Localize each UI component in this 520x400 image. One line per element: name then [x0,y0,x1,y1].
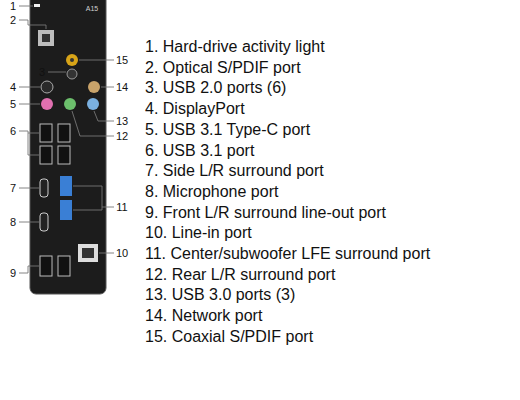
usb3-port [60,176,72,196]
port-description: 5. USB 3.1 Type-C port [145,121,310,139]
type-c-port [40,179,48,197]
callout-number: 7 [10,183,16,194]
type-c-port [40,213,48,231]
leader-lines [19,6,114,273]
callout-number: 2 [10,15,16,26]
network-port [78,244,98,262]
activity-light [34,4,40,7]
port-description: 15. Coaxial S/PDIF port [145,328,313,346]
panel-marking: A15 [86,5,98,12]
port-description: 10. Line-in port [145,225,252,243]
callout-number: 1 [10,1,16,12]
port-description: 9. Front L/R surround line-out port [145,204,386,222]
callout-number: 12 [116,131,128,142]
panel [30,0,106,294]
port-description: 13. USB 3.0 ports (3) [145,287,295,305]
audio-jack [87,98,99,110]
port-description: 4. DisplayPort [145,100,245,118]
callout-number: 9 [10,268,16,279]
callout-number: 11 [116,202,127,213]
callout-number: 4 [10,82,16,93]
optical-port-hole [42,34,50,42]
port-description: 14. Network port [145,307,262,325]
audio-jack [41,98,53,110]
callout-number: 14 [116,82,128,93]
network-port-hole [82,248,94,258]
coaxial-port-hole [70,58,74,62]
port-description: 8. Microphone port [145,183,278,201]
audio-jack [88,81,100,93]
callout-number: 10 [116,248,128,259]
port-description: 6. USB 3.1 port [145,142,254,160]
coaxial-port [66,54,78,66]
callout-number: 5 [10,99,16,110]
callout-number: 8 [10,217,16,228]
port-description: 7. Side L/R surround port [145,162,324,180]
callout-number: 13 [116,116,128,127]
port-description: 2. Optical S/PDIF port [145,59,301,77]
port-description: 3. USB 2.0 ports (6) [145,80,286,98]
callout-number: 6 [10,126,16,137]
audio-jack [41,81,53,93]
port-description: 11. Center/subwoofer LFE surround port [145,245,430,263]
audio-jack [67,69,77,79]
panel-housing [30,0,106,294]
optical-port [38,30,54,46]
usb3-port [60,200,72,220]
port-description: 12. Rear L/R surround port [145,266,335,284]
callout-number: 3 [39,67,45,78]
port-description: 1. Hard-drive activity light [145,38,325,56]
callout-number: 15 [116,55,128,66]
audio-jack [64,98,76,110]
